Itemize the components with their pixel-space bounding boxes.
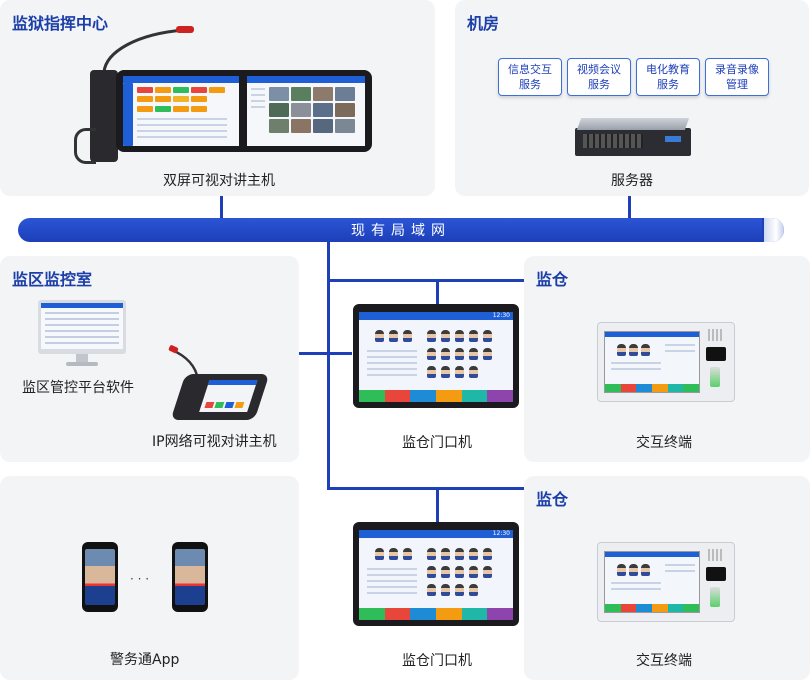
branch-bottom [327,487,524,490]
door-unit-time: 12:30 [492,530,510,537]
lan-bus-end-cap [762,218,784,242]
panel-machine-room: 机房 信息交互服务 视频会议服务 电化教育服务 录音录像管理 服务器 [455,0,809,196]
panel-title: 监狱指挥中心 [12,14,109,33]
handset-cord [74,128,96,164]
branch-middle-left [299,352,329,355]
software-caption: 监区管控平台软件 [22,380,134,396]
ip-intercom-host [170,374,270,420]
dual-screen-host [116,70,372,152]
panel-cell-1: 监仓 交互终端 [524,256,810,462]
trunk-vertical [327,242,330,489]
app-caption: 警务通App [110,652,180,668]
panel-title: 机房 [467,14,500,33]
service-box-video-conference: 视频会议服务 [567,58,631,96]
interactive-terminal [597,322,735,402]
lan-bus-label: 现有局域网 [351,223,451,239]
panel-district-room: 监区监控室 监区管控平台软件 IP网络可视对讲主机 [0,256,299,462]
branch-top [327,279,524,282]
terminal-caption: 交互终端 [636,435,692,451]
server-caption: 服务器 [611,173,653,189]
right-screen [247,76,365,146]
door-unit-2: 12:30 [310,518,520,676]
terminal-caption: 交互终端 [636,653,692,669]
phone-icon [172,542,208,612]
left-screen [123,76,239,146]
ellipsis: · · · [130,572,150,586]
door-unit-time: 12:30 [492,312,510,319]
door-unit-caption: 监仓门口机 [402,653,472,669]
handset-dock [90,70,118,162]
panel-police-app: · · · 警务通App [0,476,299,680]
link-door-unit-2 [436,487,439,523]
door-unit-caption: 监仓门口机 [402,435,472,451]
server-icon [575,118,691,160]
phone-icon [82,542,118,612]
door-unit-1: 12:30 [310,300,520,458]
link-door-unit-1 [436,279,439,305]
link-command-center [220,196,223,218]
interactive-terminal [597,542,735,622]
ip-host-caption: IP网络可视对讲主机 [152,434,277,450]
door-unit-bezel: 12:30 [353,522,519,626]
panel-title: 监区监控室 [12,270,93,289]
link-machine-room [628,196,631,218]
lan-bus: 现有局域网 [18,218,784,242]
monitor-icon [38,300,126,368]
service-box-info: 信息交互服务 [498,58,562,96]
dual-screen-host-caption: 双屏可视对讲主机 [163,173,275,189]
panel-title: 监仓 [536,270,569,289]
door-unit-bezel: 12:30 [353,304,519,408]
service-box-education: 电化教育服务 [636,58,700,96]
panel-cell-2: 监仓 交互终端 [524,476,810,680]
panel-command-center: 监狱指挥中心 [0,0,435,196]
branch-middle-right [328,352,352,355]
service-box-recording: 录音录像管理 [705,58,769,96]
panel-title: 监仓 [536,490,569,509]
door-unit-screen: 12:30 [359,312,513,402]
microphone-icon [96,24,196,74]
door-unit-screen: 12:30 [359,530,513,620]
